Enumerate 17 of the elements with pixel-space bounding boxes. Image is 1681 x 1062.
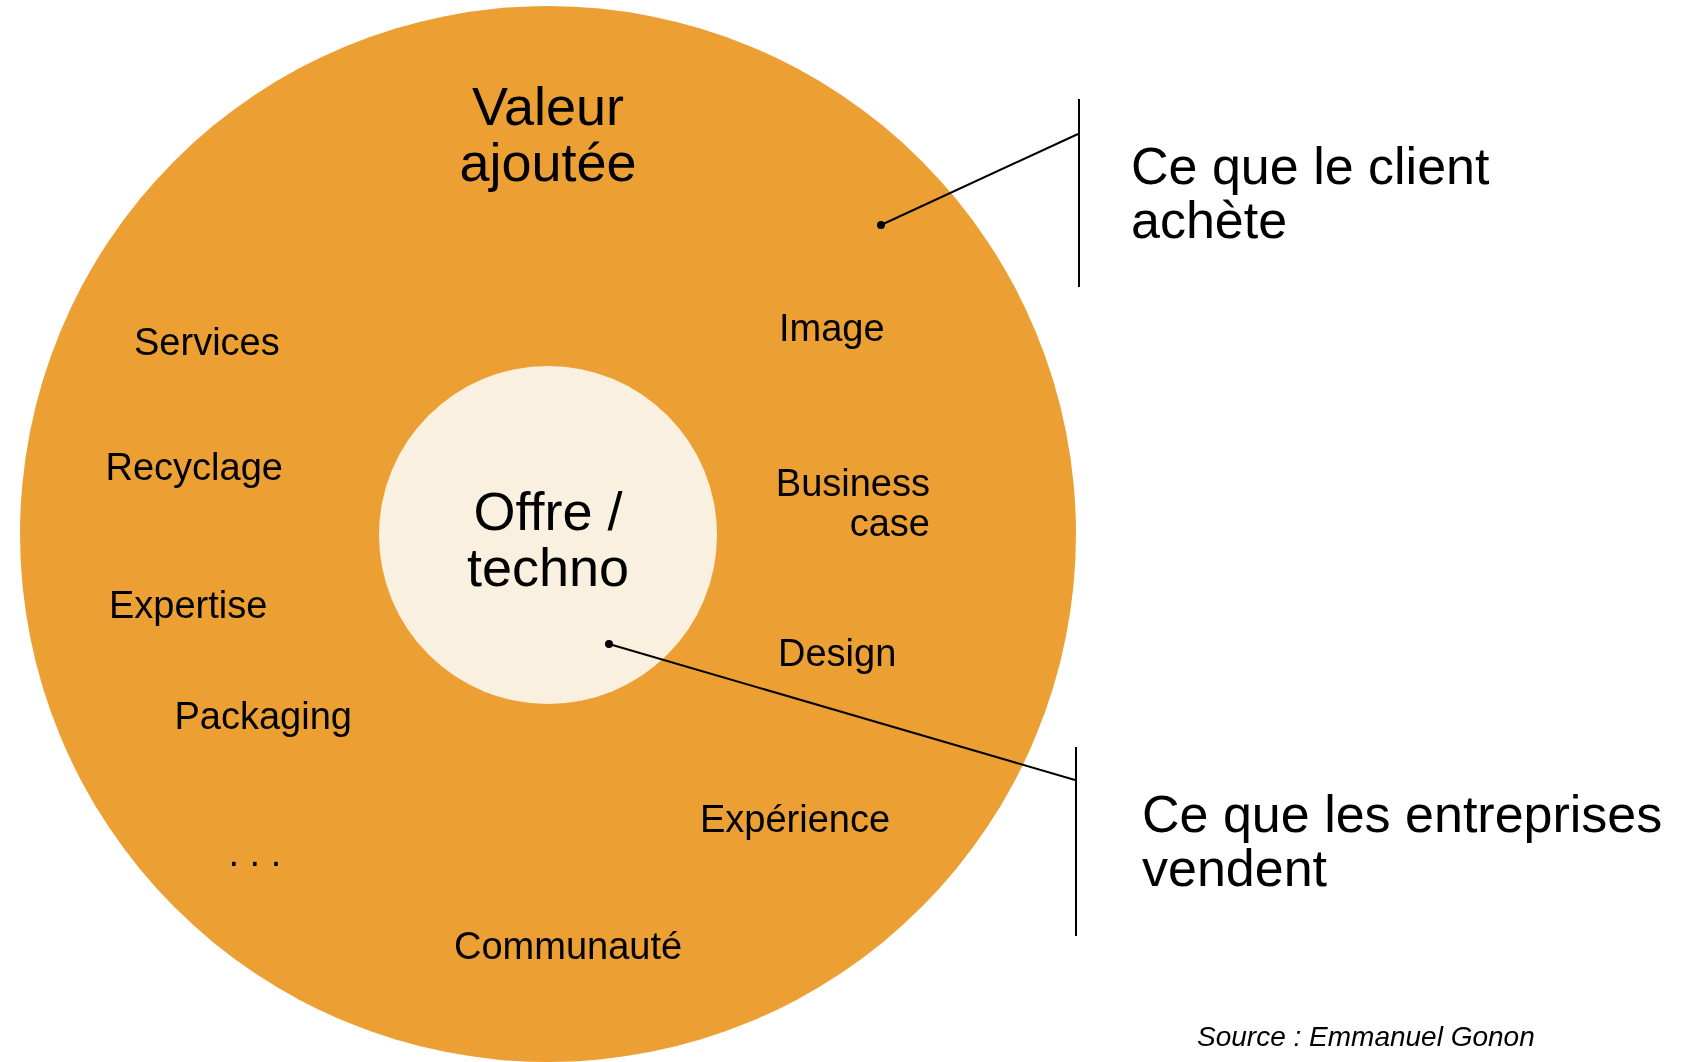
item-label: Expertise — [109, 586, 268, 626]
item-label: Recyclage — [105, 448, 283, 488]
callout-text: Ce que le client achète — [1131, 138, 1491, 248]
leader-line — [877, 133, 1079, 229]
item-label: Business case — [774, 464, 930, 544]
leader-line — [605, 640, 1076, 781]
item-label: Design — [778, 634, 897, 674]
heading: Offre / techno — [465, 482, 631, 596]
item-label: Image — [779, 309, 885, 349]
callout-text: Ce que les entreprises vendent — [1142, 786, 1664, 896]
source-note: Source : Emmanuel Gonon — [1197, 1021, 1535, 1051]
ellipsis: . . . — [228, 834, 282, 874]
heading: Valeur ajoutée — [458, 77, 638, 191]
item-label: Services — [134, 323, 280, 363]
item-label: Packaging — [174, 697, 352, 737]
item-label: Communauté — [454, 927, 683, 967]
item-label: Expérience — [700, 800, 891, 840]
